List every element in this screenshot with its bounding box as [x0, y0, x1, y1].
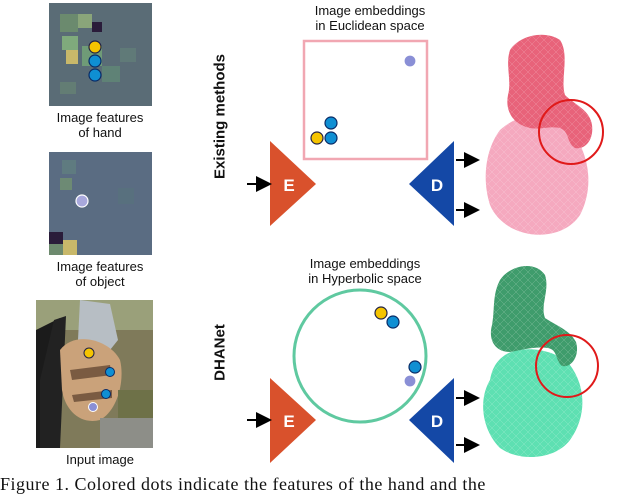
- euclidean-title-line-2: in Euclidean space: [315, 18, 425, 33]
- hand-dot-yellow: [88, 40, 102, 54]
- mesh-existing: [485, 34, 593, 235]
- euclidean-space-box: [302, 39, 429, 161]
- highlight-circle-dhanet: [535, 334, 599, 398]
- input-dot-yellow: [83, 347, 95, 359]
- mesh-dhanet: [483, 265, 583, 458]
- encoder-block-dhanet: [270, 378, 316, 463]
- hyperbolic-title-line-1: Image embeddings: [309, 256, 421, 271]
- euclid-dot-blue-1: [324, 116, 338, 130]
- hand-dot-blue-1: [88, 54, 102, 68]
- hand-caption-line-1: Image features: [56, 110, 144, 125]
- euclid-dot-blue-2: [324, 131, 338, 145]
- hand-caption: Image features of hand: [30, 110, 170, 140]
- hyperbolic-space-disk: [292, 288, 428, 424]
- highlight-circle-existing: [538, 99, 604, 165]
- euclid-dot-gray: [403, 54, 417, 68]
- euclid-dot-yellow: [310, 131, 324, 145]
- input-dot-gray: [88, 402, 98, 412]
- decoder-block-existing: [409, 141, 454, 226]
- hand-caption-line-2: of hand: [78, 125, 122, 140]
- hand-dot-blue-2: [88, 68, 102, 82]
- object-caption: Image features of object: [30, 259, 170, 289]
- hyper-dot-blue-1: [386, 315, 400, 329]
- row-label-existing: Existing methods: [211, 53, 229, 180]
- hyper-dot-blue-2: [408, 360, 422, 374]
- encoder-block-existing: [270, 141, 316, 226]
- object-caption-line-1: Image features: [56, 259, 144, 274]
- object-dot-gray: [75, 194, 89, 208]
- hyperbolic-title-line-2: in Hyperbolic space: [308, 271, 422, 286]
- input-dot-blue-1: [105, 367, 115, 377]
- row-label-dhanet: DHANet: [211, 324, 229, 381]
- hyper-dot-gray: [403, 374, 417, 388]
- object-feature-map: [49, 152, 152, 255]
- encoder-label-dhanet: E: [283, 412, 294, 431]
- input-caption: Input image: [66, 452, 134, 467]
- decoder-label-existing: D: [431, 176, 443, 195]
- hyperbolic-space-title: Image embeddings in Hyperbolic space: [280, 256, 450, 286]
- euclidean-space-title: Image embeddings in Euclidean space: [285, 3, 455, 33]
- hand-feature-map: [49, 3, 152, 106]
- object-caption-line-2: of object: [75, 274, 125, 289]
- hyper-dot-yellow: [374, 306, 388, 320]
- input-dot-blue-2: [101, 389, 111, 399]
- figure-caption: Figure 1. Colored dots indicate the feat…: [0, 474, 486, 494]
- input-image: [36, 300, 153, 448]
- decoder-label-dhanet: D: [431, 412, 443, 431]
- euclidean-title-line-1: Image embeddings: [314, 3, 426, 18]
- encoder-label-existing: E: [283, 176, 294, 195]
- decoder-block-dhanet: [409, 378, 454, 463]
